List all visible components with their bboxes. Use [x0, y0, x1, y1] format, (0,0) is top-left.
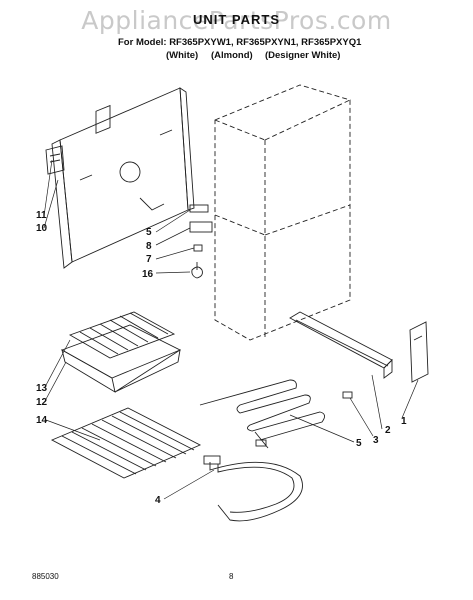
broil-pan — [60, 311, 182, 393]
callout-2: 2 — [385, 425, 391, 436]
callout-labels: 11 10 5 8 7 16 13 12 14 4 5 3 2 1 — [36, 210, 407, 506]
callout-11: 11 — [36, 210, 47, 221]
document-number: 885030 — [32, 572, 59, 581]
oven-rack — [50, 407, 202, 479]
side-rail — [289, 311, 393, 379]
callout-13: 13 — [36, 383, 48, 394]
callout-5: 5 — [356, 438, 362, 449]
small-parts — [189, 204, 213, 279]
page-title: UNIT PARTS — [192, 12, 281, 27]
color-almond: (Almond) — [211, 50, 253, 61]
back-panel — [51, 87, 195, 269]
broil-element — [199, 379, 325, 449]
callout-16: 16 — [142, 269, 154, 280]
callout-1: 1 — [401, 416, 407, 427]
callout-10: 10 — [36, 223, 48, 234]
cabinet-outline — [214, 84, 351, 341]
clip — [342, 391, 353, 399]
callout-12: 12 — [36, 397, 48, 408]
callout-3: 3 — [373, 435, 379, 446]
page-number: 8 — [229, 572, 234, 581]
callout-6: 5 — [146, 227, 152, 238]
callout-14: 14 — [36, 415, 48, 426]
callout-4: 4 — [155, 495, 161, 506]
callout-7: 7 — [146, 254, 152, 265]
color-designer-white: (Designer White) — [265, 50, 341, 61]
watermark: AppliancePartsPros.com — [81, 6, 392, 35]
leader-lines — [43, 159, 419, 500]
model-line: For Model: RF365PXYW1, RF365PXYN1, RF365… — [118, 37, 362, 48]
color-white: (White) — [166, 50, 199, 61]
bake-element — [203, 455, 303, 522]
side-trim — [409, 321, 429, 383]
callout-8: 8 — [146, 241, 152, 252]
